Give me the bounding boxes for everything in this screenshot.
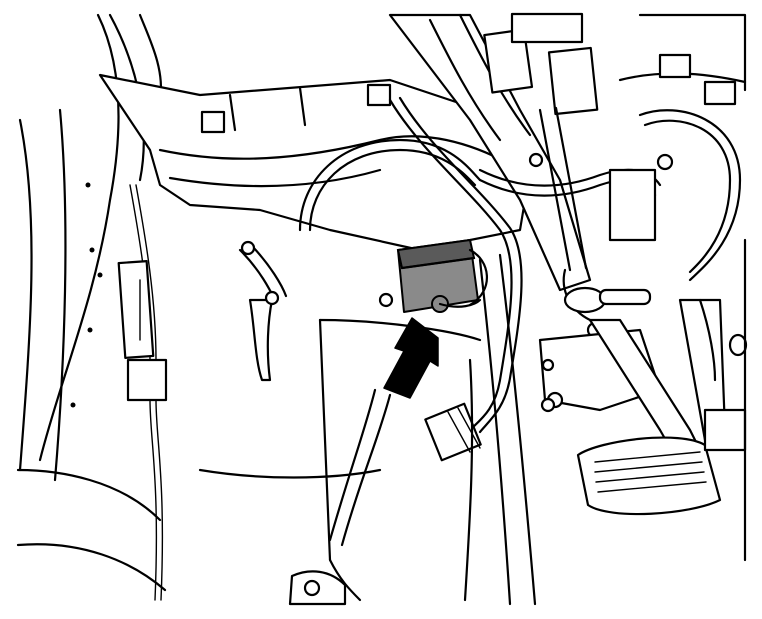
- right-upper-structure: [608, 13, 747, 562]
- instrument-panel-lower: [98, 73, 532, 252]
- module-unit: [378, 238, 488, 313]
- fasteners: [240, 152, 556, 413]
- a-pillar-frame: [16, 13, 167, 592]
- hood-release-lever: [117, 184, 168, 601]
- floor-panel: [198, 298, 482, 606]
- brake-pedal: [576, 318, 722, 516]
- callout-arrow: [383, 317, 439, 399]
- accelerator-pedal: [678, 298, 748, 452]
- steering-column: [388, 12, 607, 339]
- console-side: [463, 253, 537, 606]
